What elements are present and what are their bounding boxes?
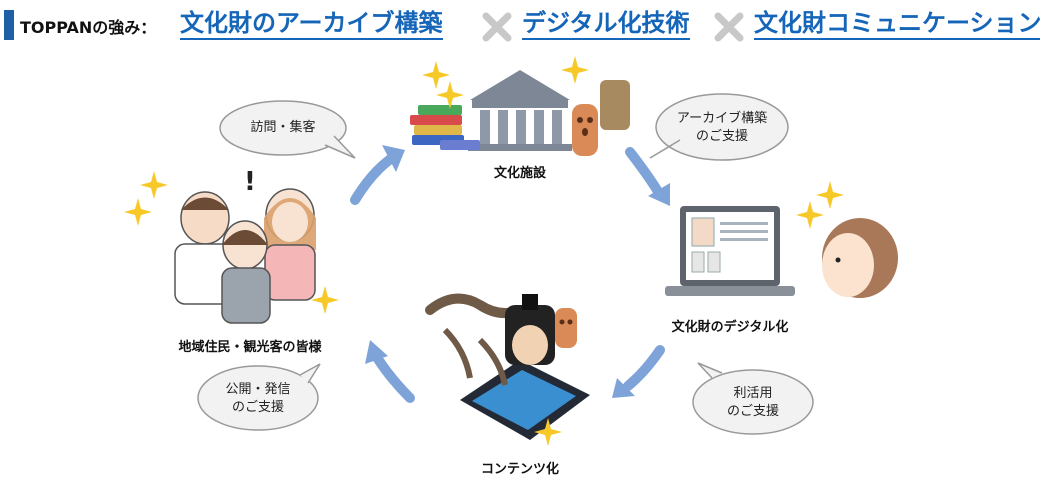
node-label-digitization: 文化財のデジタル化: [671, 320, 789, 335]
bubble-text-publish: 公開・発信 のご支援: [208, 381, 308, 417]
bubble-line: のご支援: [231, 400, 284, 415]
sparkle-icon: [561, 56, 589, 84]
bubble-line: 利活用: [733, 386, 773, 401]
haniwa-illustration: [572, 80, 630, 156]
woman-illustration: [822, 218, 898, 298]
people-illustration: !: [174, 167, 316, 324]
haniwa-illustration: [555, 308, 577, 348]
cycle-arrow-to-content: [612, 345, 665, 398]
bubble-line: のご支援: [695, 129, 748, 144]
cross-icon: [482, 12, 512, 42]
svg-text:!: !: [244, 167, 256, 197]
cycle-arrow-to-community: [365, 340, 415, 403]
sparkle-icon: [796, 201, 824, 229]
bubble-line: 訪問・集客: [250, 120, 316, 135]
sparkle-icon: [422, 61, 450, 89]
bubble-use: [692, 362, 814, 435]
smartphone-illustration: [460, 360, 590, 440]
bubble-visit: [219, 100, 356, 159]
node-label-content: コンテンツ化: [480, 462, 559, 477]
keyword-archive: 文化財のアーカイブ構築: [180, 8, 443, 40]
brand-label: TOPPANの強み：: [20, 18, 157, 37]
cycle-arrow-to-digitization: [625, 147, 670, 206]
sparkle-icon: [124, 198, 152, 226]
cycle-arrow-to-facility: [350, 145, 405, 205]
keyword-communication: 文化財コミュニケーション: [754, 8, 1040, 40]
header: TOPPANの強み： 文化財のアーカイブ構築 デジタル化技術 文化財コミュニケー…: [0, 0, 1040, 48]
cross-icon: [714, 12, 744, 42]
books-illustration: [410, 105, 480, 150]
museum-illustration: [468, 70, 572, 151]
laptop-illustration: [665, 206, 795, 296]
bubble-text-archive: アーカイブ構築 のご支援: [666, 110, 778, 146]
bubble-text-use: 利活用 のご支援: [703, 385, 803, 421]
keyword-digital: デジタル化技術: [522, 8, 690, 40]
bubble-line: 公開・発信: [225, 382, 291, 397]
sparkle-icon: [816, 181, 844, 209]
bubble-publish: [197, 363, 321, 431]
bubble-text-visit: 訪問・集客: [233, 119, 333, 137]
node-label-community: 地域住民・観光客の皆様: [178, 340, 322, 355]
title-accent-bar: [4, 10, 14, 40]
bubble-line: アーカイブ構築: [676, 111, 768, 126]
bubble-line: のご支援: [726, 404, 779, 419]
sparkle-icon: [140, 171, 168, 199]
portrait-figure-illustration: [505, 294, 555, 365]
node-label-facility: 文化施設: [493, 166, 546, 181]
sparkle-icon: [436, 81, 464, 109]
bubble-archive: [649, 93, 789, 161]
